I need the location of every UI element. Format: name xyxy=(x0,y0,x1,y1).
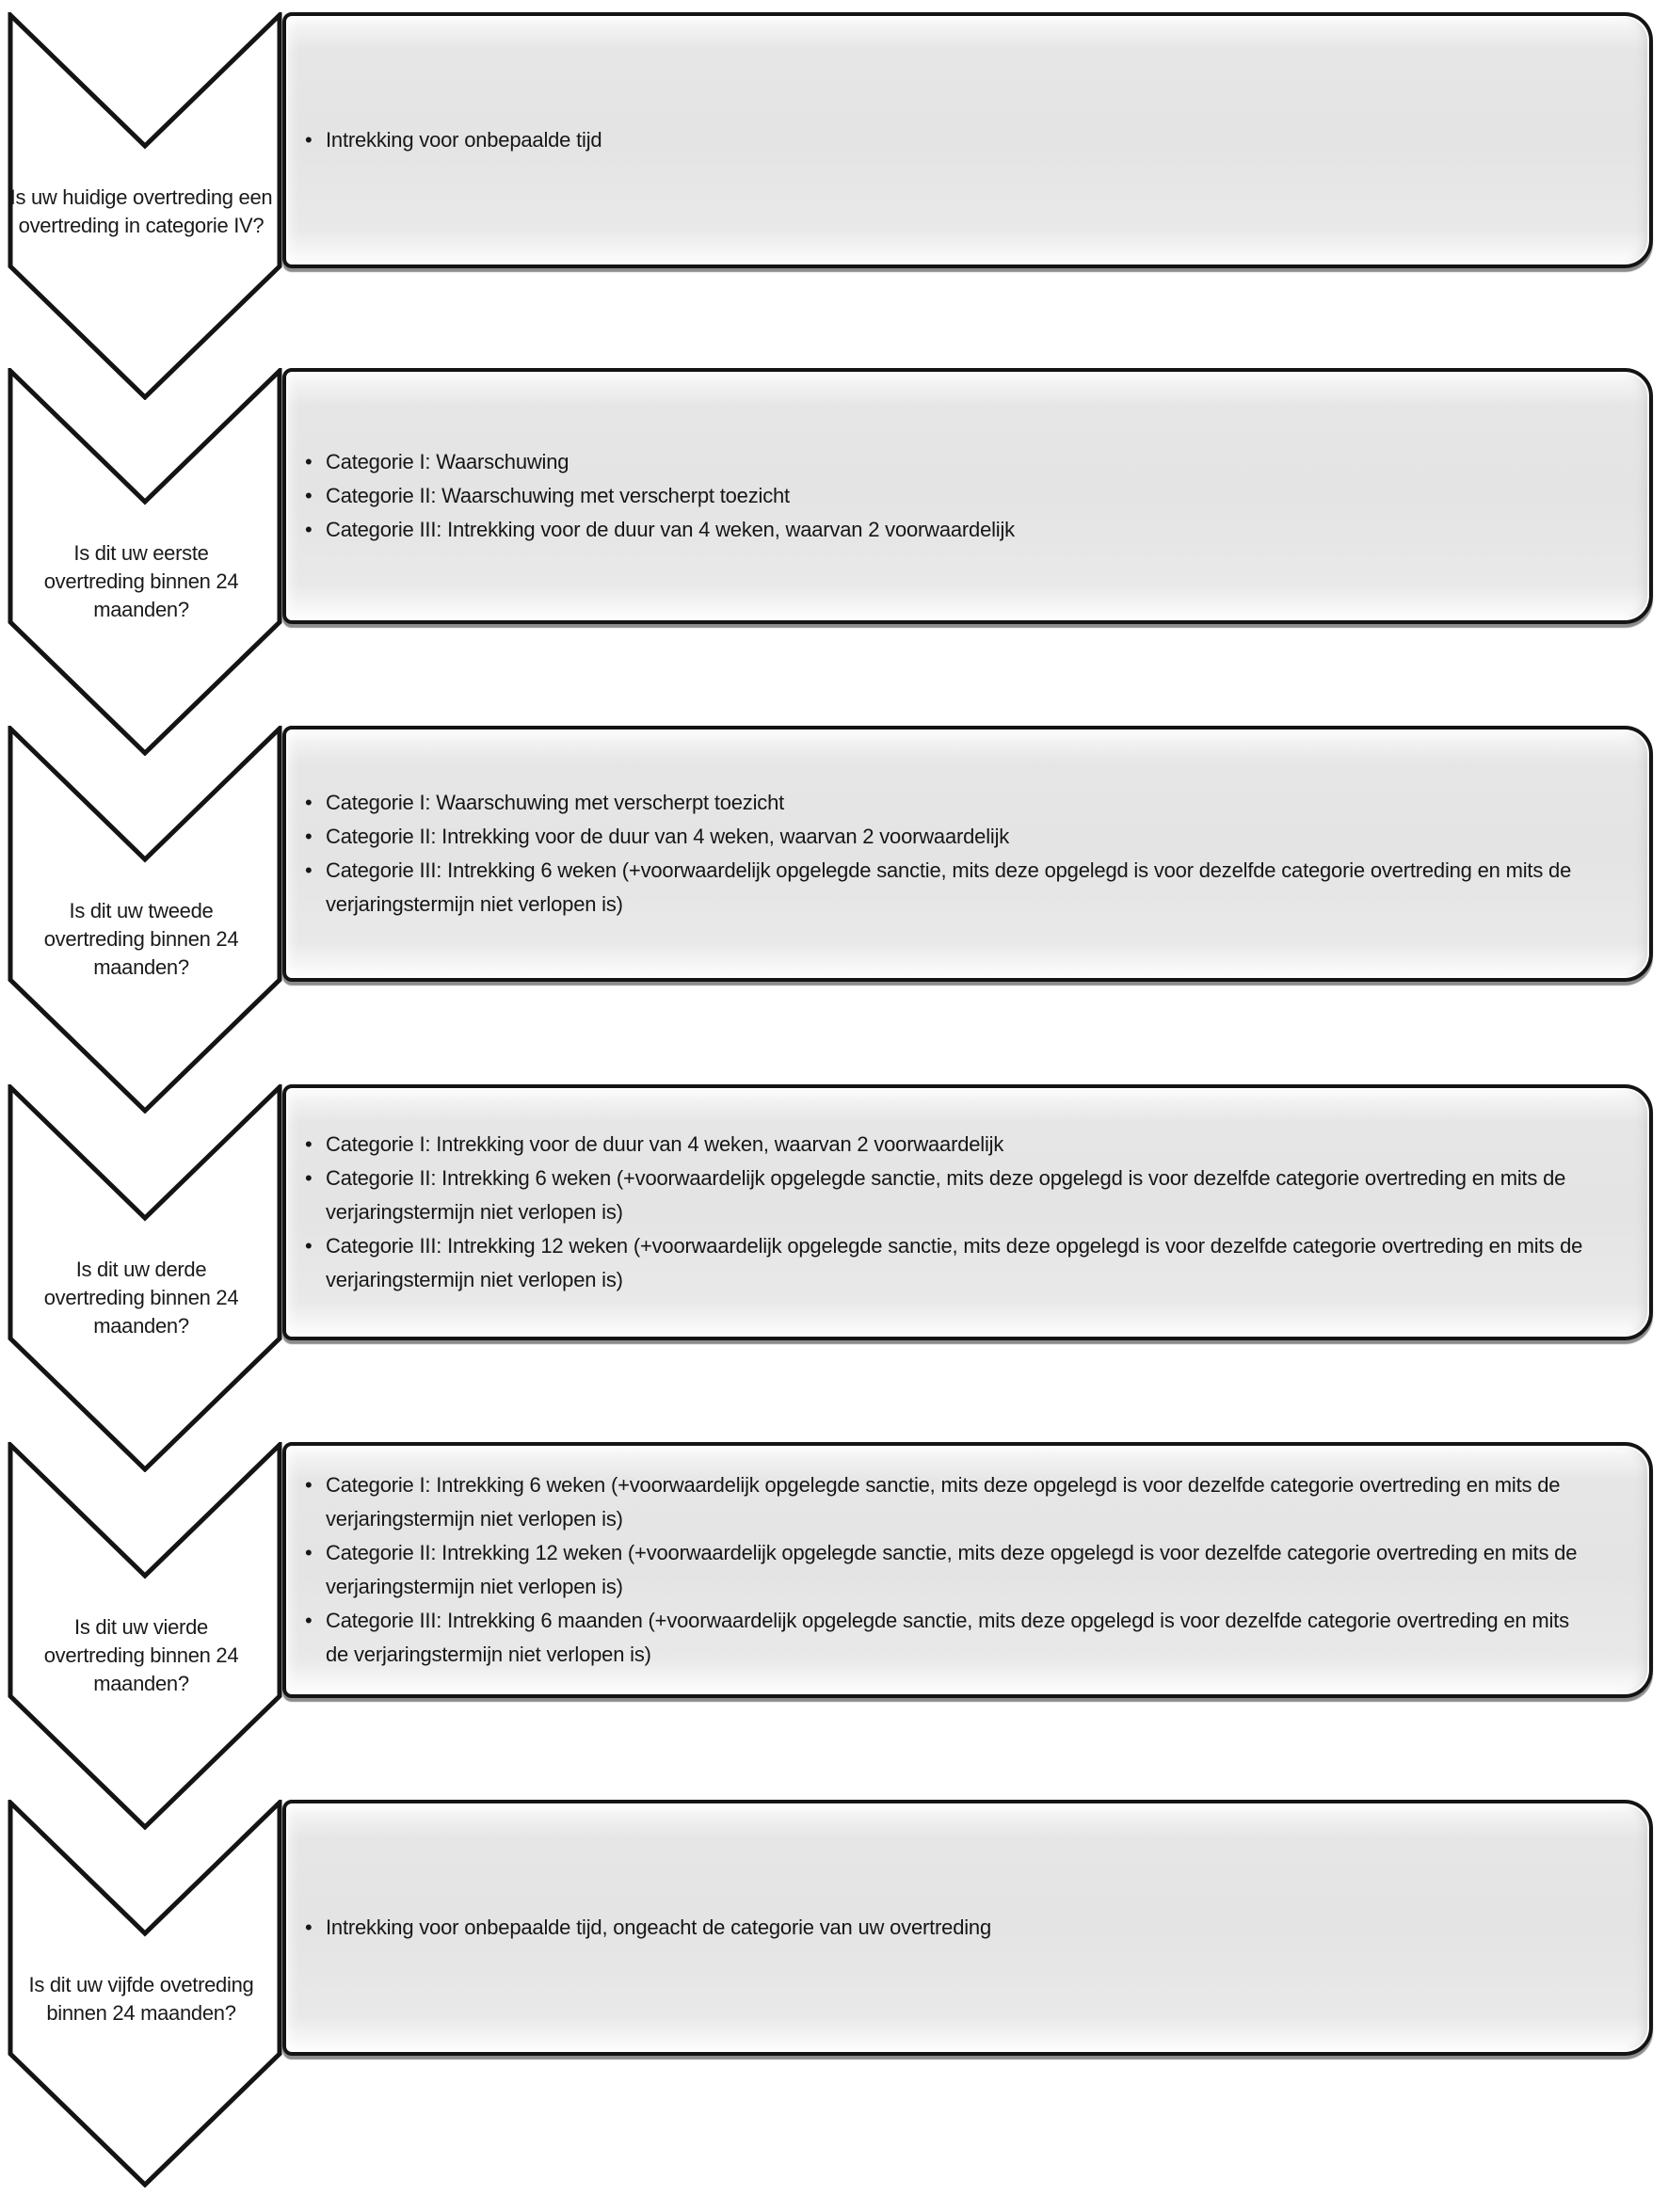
list-item: • Categorie II: Intrekking voor de duur v… xyxy=(303,820,1596,854)
bullet-text: Intrekking voor onbepaalde tijd, ongeach… xyxy=(326,1915,991,1939)
result-box: • Categorie I: Waarschuwing • Categorie II… xyxy=(282,368,1653,624)
question-label: Is dit uw eerste overtreding binnen 24 m… xyxy=(43,541,239,621)
bullet-icon: • xyxy=(305,518,313,541)
question-label: Is dit uw vijfde ovetreding binnen 24 ma… xyxy=(28,1973,254,2025)
list-item: • Categorie I: Intrekking voor de duur va… xyxy=(303,1128,1596,1162)
bullet-text: Categorie II: Intrekking 6 weken (+voorw… xyxy=(326,1166,1566,1224)
sanction-list: • Categorie I: Intrekking voor de duur va… xyxy=(303,1128,1596,1297)
result-box: • Intrekking voor onbepaalde tijd, ongeac… xyxy=(282,1800,1653,2056)
sanction-list: • Intrekking voor onbepaalde tijd xyxy=(303,123,1596,157)
bullet-icon: • xyxy=(305,858,313,882)
bullet-text: Categorie I: Intrekking 6 weken (+voorwa… xyxy=(326,1473,1561,1531)
bullet-text: Categorie II: Waarschuwing met verscherp… xyxy=(326,484,790,507)
list-item: • Categorie III: Intrekking 6 maanden (+v… xyxy=(303,1604,1596,1672)
chevron-down-shape xyxy=(8,12,282,400)
bullet-icon: • xyxy=(305,1541,313,1564)
bullet-icon: • xyxy=(305,1915,313,1939)
bullet-text: Categorie III: Intrekking voor de duur v… xyxy=(326,518,1015,541)
result-box: • Categorie I: Intrekking 6 weken (+voorw… xyxy=(282,1442,1653,1698)
sanction-list: • Categorie I: Waarschuwing met verscherp… xyxy=(303,786,1596,922)
sanction-list: • Categorie I: Waarschuwing • Categorie II… xyxy=(303,445,1596,547)
bullet-text: Categorie III: Intrekking 6 maanden (+vo… xyxy=(326,1609,1569,1666)
list-item: • Categorie II: Intrekking 12 weken (+voo… xyxy=(303,1536,1596,1604)
bullet-icon: • xyxy=(305,450,313,473)
bullet-icon: • xyxy=(305,1473,313,1497)
question-label: Is dit uw tweede overtreding binnen 24 m… xyxy=(43,899,239,979)
chevron-down-shape xyxy=(8,1084,282,1472)
chevron-down-shape xyxy=(8,1442,282,1830)
bullet-icon: • xyxy=(305,128,313,152)
list-item: • Intrekking voor onbepaalde tijd xyxy=(303,123,1596,157)
list-item: • Categorie I: Waarschuwing xyxy=(303,445,1596,479)
result-box: • Intrekking voor onbepaalde tijd xyxy=(282,12,1653,268)
question-label: Is dit uw derde overtreding binnen 24 ma… xyxy=(43,1258,239,1338)
chevron-down-shape xyxy=(8,726,282,1114)
bullet-text: Categorie III: Intrekking 12 weken (+voo… xyxy=(326,1234,1583,1291)
chevron-down-shape xyxy=(8,368,282,756)
sanction-list: • Categorie I: Intrekking 6 weken (+voorw… xyxy=(303,1468,1596,1672)
bullet-icon: • xyxy=(305,1166,313,1190)
bullet-icon: • xyxy=(305,484,313,507)
bullet-text: Categorie III: Intrekking 6 weken (+voor… xyxy=(326,858,1572,916)
question-label: Is dit uw vierde overtreding binnen 24 m… xyxy=(43,1615,239,1695)
bullet-icon: • xyxy=(305,1132,313,1156)
bullet-icon: • xyxy=(305,1609,313,1632)
bullet-icon: • xyxy=(305,1234,313,1258)
bullet-text: Categorie I: Waarschuwing met verscherpt… xyxy=(326,791,785,814)
list-item: • Categorie III: Intrekking voor de duur … xyxy=(303,513,1596,547)
bullet-text: Categorie I: Waarschuwing xyxy=(326,450,569,473)
result-box: • Categorie I: Waarschuwing met verscherp… xyxy=(282,726,1653,982)
list-item: • Categorie I: Waarschuwing met verscherp… xyxy=(303,786,1596,820)
list-item: • Categorie III: Intrekking 6 weken (+voo… xyxy=(303,854,1596,922)
bullet-text: Intrekking voor onbepaalde tijd xyxy=(326,128,602,152)
list-item: • Categorie II: Intrekking 6 weken (+voor… xyxy=(303,1162,1596,1229)
bullet-text: Categorie II: Intrekking 12 weken (+voor… xyxy=(326,1541,1578,1598)
list-item: • Categorie II: Waarschuwing met verscher… xyxy=(303,479,1596,513)
bullet-text: Categorie I: Intrekking voor de duur van… xyxy=(326,1132,1004,1156)
bullet-icon: • xyxy=(305,825,313,848)
list-item: • Categorie I: Intrekking 6 weken (+voorw… xyxy=(303,1468,1596,1536)
sanction-list: • Intrekking voor onbepaalde tijd, ongeac… xyxy=(303,1911,1596,1945)
bullet-text: Categorie II: Intrekking voor de duur va… xyxy=(326,825,1010,848)
question-label: Is uw huidige overtreding een overtredin… xyxy=(9,185,273,237)
result-box: • Categorie I: Intrekking voor de duur va… xyxy=(282,1084,1653,1340)
list-item: • Intrekking voor onbepaalde tijd, ongeac… xyxy=(303,1911,1596,1945)
chevron-down-shape xyxy=(8,1800,282,2188)
list-item: • Categorie III: Intrekking 12 weken (+vo… xyxy=(303,1229,1596,1297)
bullet-icon: • xyxy=(305,791,313,814)
